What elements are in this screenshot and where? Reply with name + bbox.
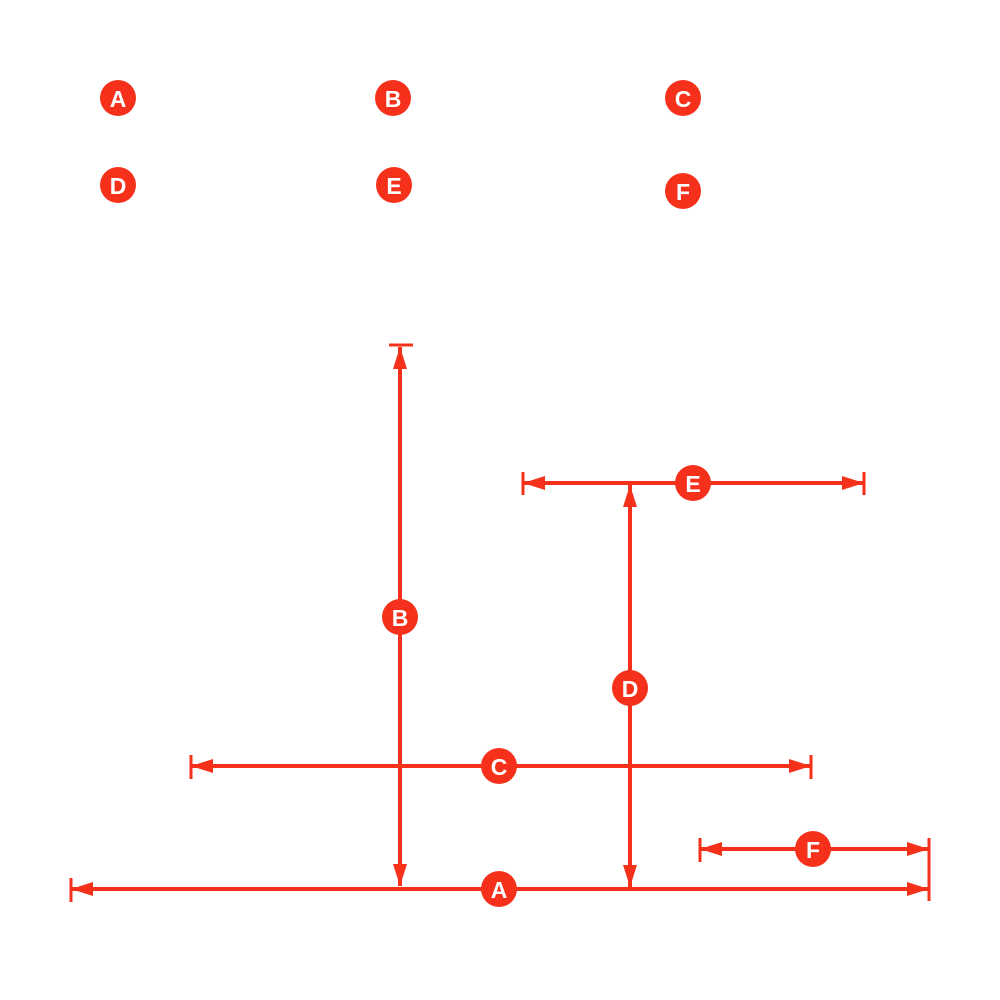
legend-marker-circle-c: [665, 80, 701, 116]
dimension-label-letter-d: D: [622, 676, 639, 702]
dimension-label-circle-c: [481, 748, 517, 784]
dimension-label-letter-e: E: [685, 471, 700, 497]
arrowhead-up-b: [393, 347, 407, 369]
dimension-label-letter-b: B: [392, 605, 409, 631]
dimension-label-e: E: [675, 465, 711, 501]
legend-marker-letter-b: B: [385, 86, 402, 112]
legend-marker-a: A: [100, 80, 136, 116]
arrowhead-left-a: [71, 882, 93, 896]
legend-marker-e: E: [376, 167, 412, 203]
legend-marker-b: B: [375, 80, 411, 116]
dimension-label-circle-b: [382, 599, 418, 635]
dimension-label-circle-e: [675, 465, 711, 501]
arrowhead-right-e: [842, 476, 864, 490]
arrowhead-down-b: [393, 864, 407, 886]
dimension-label-f: F: [795, 831, 831, 867]
dimension-label-c: C: [481, 748, 517, 784]
dimension-label-circle-a: [481, 871, 517, 907]
dimension-label-letter-f: F: [806, 837, 820, 863]
dimension-label-circle-f: [795, 831, 831, 867]
legend-marker-circle-a: [100, 80, 136, 116]
dimension-label-a: A: [481, 871, 517, 907]
legend-marker-circle-f: [665, 173, 701, 209]
legend-marker-circle-d: [100, 167, 136, 203]
legend-marker-letter-f: F: [676, 179, 690, 205]
legend-marker-letter-e: E: [386, 173, 401, 199]
arrowhead-left-c: [191, 759, 213, 773]
arrowhead-left-e: [523, 476, 545, 490]
dimension-label-circle-d: [612, 670, 648, 706]
legend-marker-circle-b: [375, 80, 411, 116]
legend-marker-letter-d: D: [110, 173, 127, 199]
arrowhead-right-f: [907, 842, 929, 856]
arrowhead-down-d: [623, 865, 637, 887]
arrowhead-right-a: [907, 882, 929, 896]
arrowhead-left-f: [700, 842, 722, 856]
legend-marker-letter-c: C: [675, 86, 692, 112]
legend-marker-circle-e: [376, 167, 412, 203]
legend-marker-f: F: [665, 173, 701, 209]
legend-marker-d: D: [100, 167, 136, 203]
dimension-label-letter-a: A: [491, 877, 508, 903]
legend-marker-c: C: [665, 80, 701, 116]
dimension-label-d: D: [612, 670, 648, 706]
dimension-label-letter-c: C: [491, 754, 508, 780]
dimension-label-b: B: [382, 599, 418, 635]
legend-marker-letter-a: A: [110, 86, 127, 112]
arrowhead-right-c: [789, 759, 811, 773]
arrowhead-up-d: [623, 485, 637, 507]
